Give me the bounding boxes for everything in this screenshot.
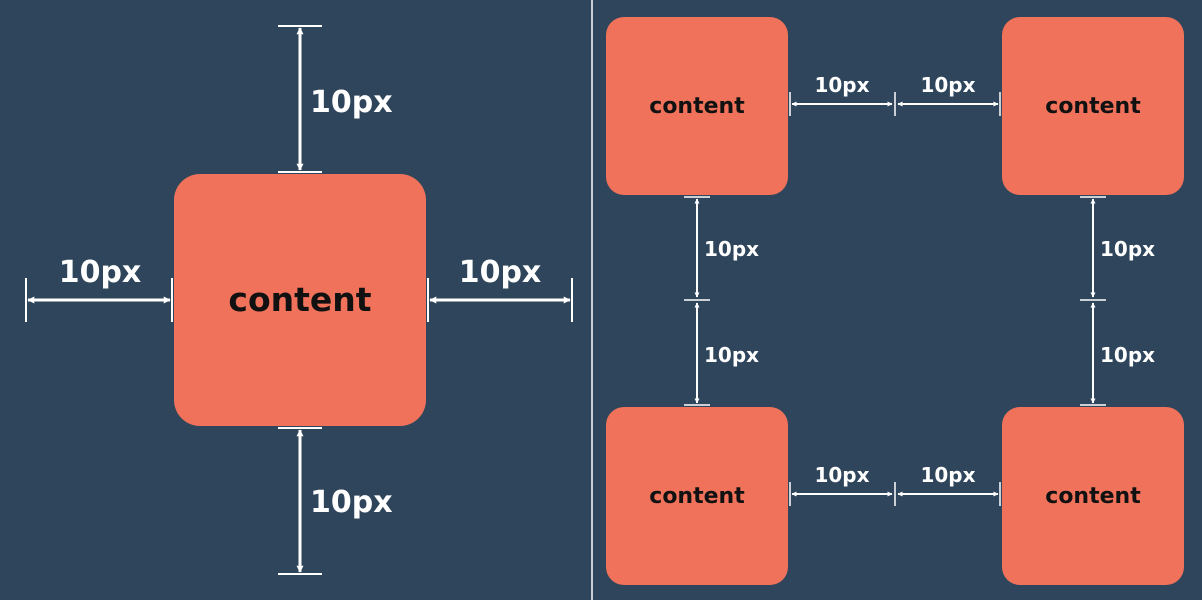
- content-box-bottom-left: [606, 407, 788, 585]
- content-box-label: content: [228, 280, 371, 319]
- left-gap-label-bottom: 10px: [704, 343, 759, 367]
- right-margin-label: 10px: [459, 255, 542, 290]
- top-gap-label-right: 10px: [920, 73, 975, 97]
- content-box: [174, 174, 426, 426]
- content-box-top-left: [606, 17, 788, 195]
- left-panel: content 10px 10px 10px 10px: [25, 25, 573, 575]
- right-gap-label-bottom: 10px: [1100, 343, 1155, 367]
- content-box-bottom-right: [1002, 407, 1184, 585]
- bottom-margin-label: 10px: [310, 485, 393, 520]
- top-gap-label-left: 10px: [814, 73, 869, 97]
- left-gap-label-top: 10px: [704, 237, 759, 261]
- right-panel: content content content content 10px 10p…: [606, 17, 1184, 585]
- right-gap-label-top: 10px: [1100, 237, 1155, 261]
- top-margin-label: 10px: [310, 85, 393, 120]
- content-box-top-right: [1002, 17, 1184, 195]
- bottom-gap-label-right: 10px: [920, 463, 975, 487]
- content-box-bottom-right-label: content: [1045, 484, 1141, 509]
- content-box-top-right-label: content: [1045, 94, 1141, 119]
- content-box-top-left-label: content: [649, 94, 745, 119]
- bottom-gap-label-left: 10px: [814, 463, 869, 487]
- left-margin-label: 10px: [59, 255, 142, 290]
- content-box-bottom-left-label: content: [649, 484, 745, 509]
